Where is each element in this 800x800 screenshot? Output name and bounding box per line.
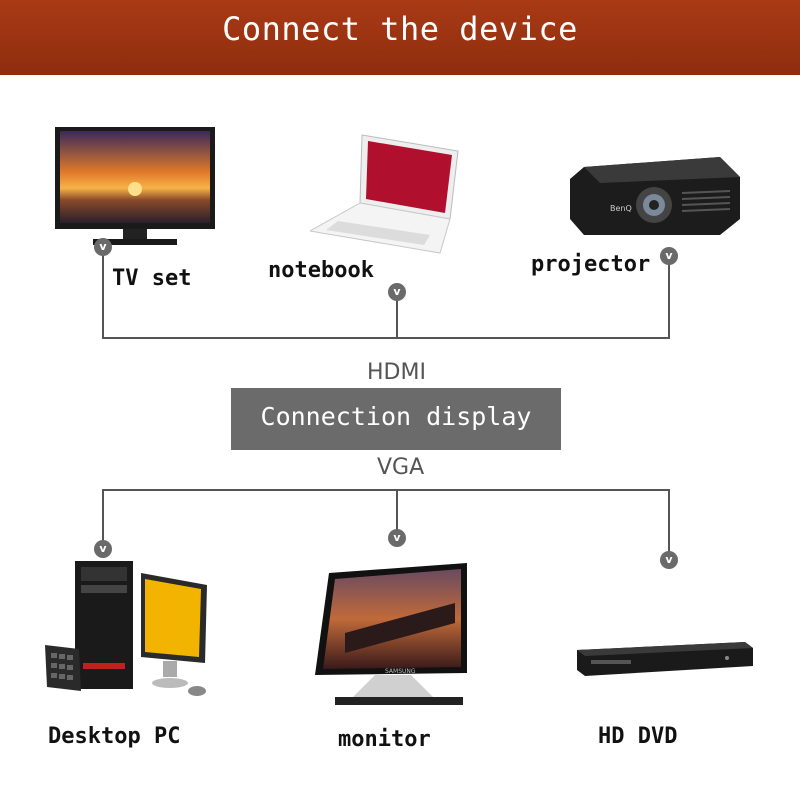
monitor-label: monitor xyxy=(338,727,431,752)
desktop-pc-icon xyxy=(45,561,207,696)
tv-node-icon: v xyxy=(94,238,112,256)
page-title: Connect the device xyxy=(222,10,578,48)
dvd-node-icon: v xyxy=(660,551,678,569)
hdmi-label: HDMI xyxy=(367,360,426,385)
projector-icon: BenQ xyxy=(570,157,740,235)
tv-label: TV set xyxy=(112,266,192,291)
notebook-label: notebook xyxy=(268,258,374,283)
desktop-pc-label: Desktop PC xyxy=(48,724,181,749)
header-banner: Connect the device xyxy=(0,0,800,75)
projector-label: projector xyxy=(531,252,651,277)
connection-display-label: Connection display xyxy=(260,402,532,431)
projector-node-icon: v xyxy=(660,247,678,265)
desktop-node-icon: v xyxy=(94,540,112,558)
projector-brand: BenQ xyxy=(610,204,632,213)
tv-icon xyxy=(55,127,215,245)
bottom-bus-line xyxy=(102,489,670,560)
top-bus-line xyxy=(102,250,670,339)
connection-display-box: Connection display xyxy=(231,388,561,450)
dvd-player-icon xyxy=(577,642,753,676)
monitor-icon: SAMSUNG xyxy=(315,563,467,705)
notebook-node-icon: v xyxy=(388,283,406,301)
hd-dvd-label: HD DVD xyxy=(598,724,678,749)
vga-label: VGA xyxy=(377,455,425,480)
laptop-icon xyxy=(310,134,459,254)
monitor-brand: SAMSUNG xyxy=(385,668,416,675)
monitor-node-icon: v xyxy=(388,529,406,547)
